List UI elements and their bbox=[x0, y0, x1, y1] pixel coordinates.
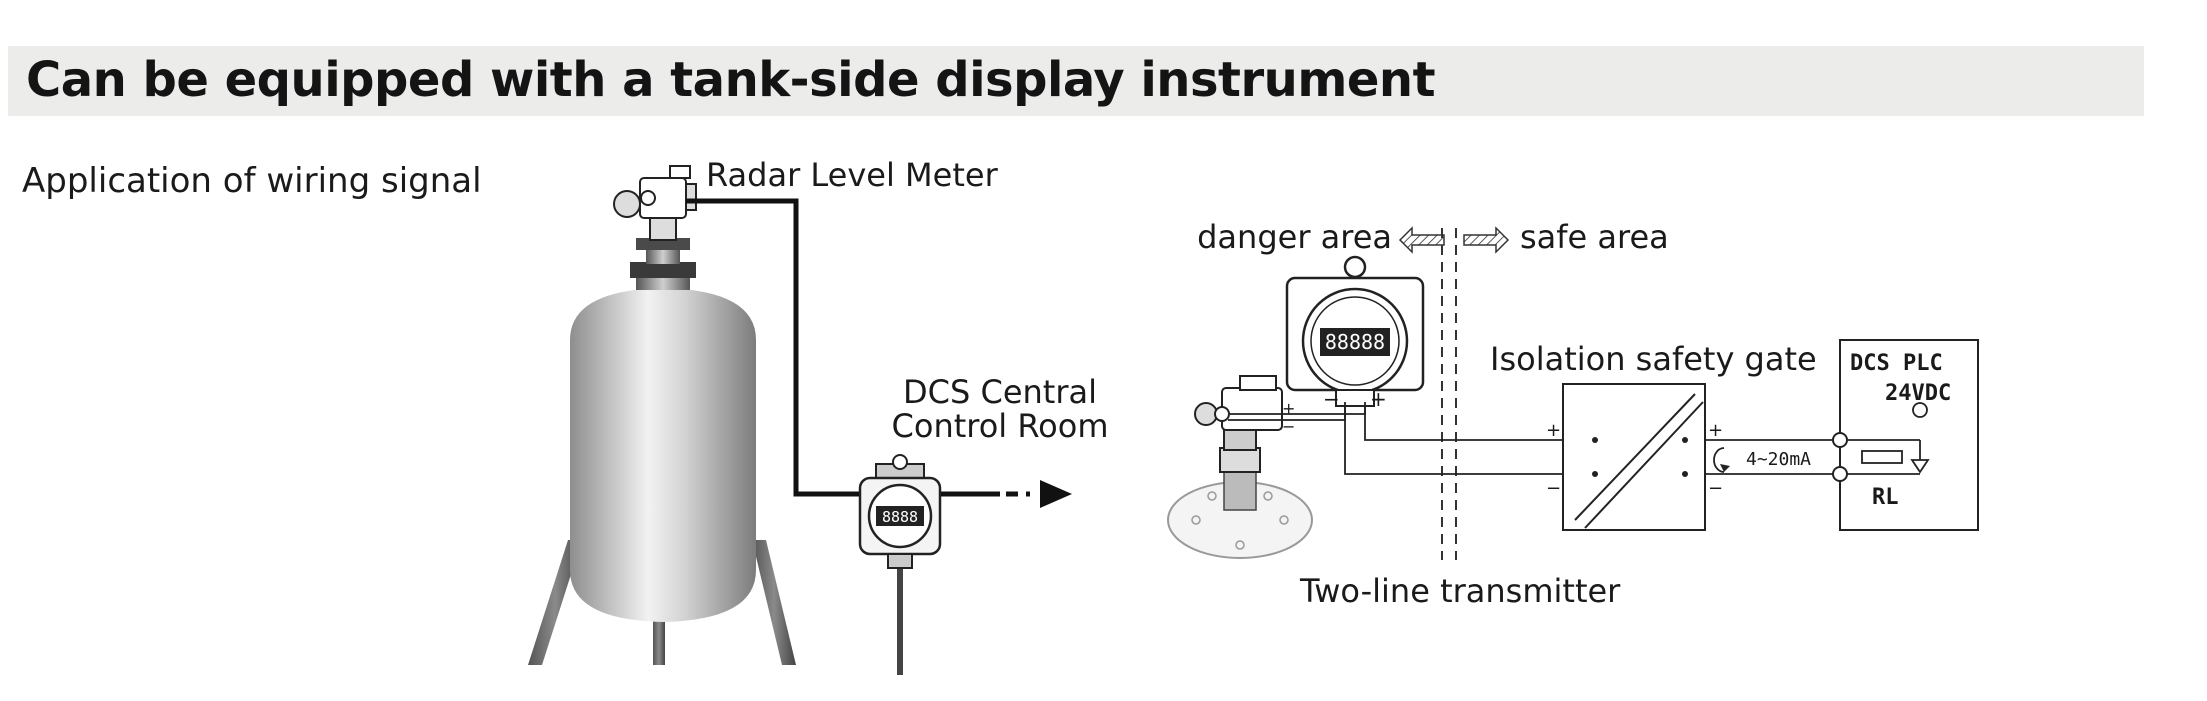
dcs-plc-box bbox=[1832, 339, 1979, 531]
transmitter-minus: − bbox=[1282, 417, 1295, 436]
current-label: 4~20mA bbox=[1746, 449, 1811, 470]
vdc-label: 24VDC bbox=[1885, 381, 1951, 406]
radar-meter-head bbox=[613, 165, 697, 241]
gate-out-plus: + bbox=[1708, 420, 1723, 441]
isolation-gate bbox=[1562, 383, 1706, 531]
dcs-label-line1: DCS Central bbox=[903, 373, 1097, 411]
page-title: Can be equipped with a tank-side display… bbox=[26, 52, 1436, 108]
radar-level-meter-label: Radar Level Meter bbox=[706, 156, 999, 194]
gate-out-minus: − bbox=[1708, 478, 1723, 499]
dcs-plc-label: DCS PLC bbox=[1850, 351, 1943, 376]
tank-side-display: 8888 bbox=[858, 454, 942, 675]
danger-area-label: danger area bbox=[1197, 218, 1392, 256]
signal-arrow-icon bbox=[1040, 480, 1072, 508]
gate-in-minus: − bbox=[1546, 478, 1561, 499]
signal-cable bbox=[686, 198, 870, 497]
tank bbox=[570, 238, 756, 622]
transmitter-plus: + bbox=[1282, 399, 1295, 418]
large-display-digits: 88888 bbox=[1325, 330, 1385, 354]
display-minus: − bbox=[1323, 387, 1340, 411]
isolation-gate-label: Isolation safety gate bbox=[1490, 340, 1817, 378]
right-arrow-icon bbox=[1463, 226, 1510, 254]
left-arrow-icon bbox=[1398, 226, 1445, 254]
two-line-transmitter-label: Two-line transmitter bbox=[1299, 572, 1621, 610]
title-bar: Can be equipped with a tank-side display… bbox=[8, 46, 2144, 116]
current-loop-icon bbox=[1713, 447, 1725, 473]
application-label: Application of wiring signal bbox=[22, 161, 482, 201]
small-display-digits: 8888 bbox=[882, 508, 918, 526]
dcs-label-line2: Control Room bbox=[892, 407, 1109, 445]
gate-in-plus: + bbox=[1546, 420, 1561, 441]
safe-area-label: safe area bbox=[1520, 218, 1669, 256]
display-plus: + bbox=[1370, 387, 1387, 411]
large-display-unit: 88888 bbox=[1285, 255, 1425, 407]
field-wiring bbox=[1228, 402, 1840, 475]
rl-label: RL bbox=[1872, 485, 1899, 510]
